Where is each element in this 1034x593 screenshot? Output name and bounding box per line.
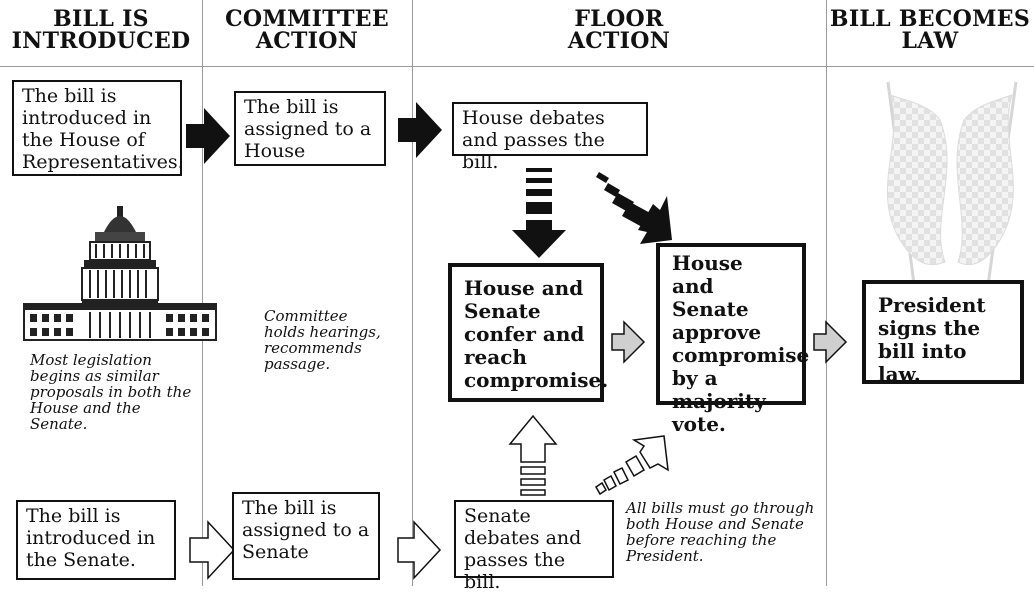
capitol-building-icon — [23, 206, 217, 341]
all-bills-note: All bills must go through both House and… — [626, 499, 815, 565]
president-box: President signs the bill into law. — [862, 280, 1024, 386]
arrow-right-outline-icon — [611, 320, 646, 364]
senate-debates-box: Senate debates and passes the bill. — [454, 500, 614, 593]
senate-introduced-box: The bill is introduced in the Senate. — [16, 500, 176, 580]
committee-note: Committee holds hearings, recommends pas… — [264, 307, 381, 373]
arrow-right-outline-icon — [189, 520, 236, 580]
house-assigned-box: The bill is assigned to a House — [234, 91, 386, 166]
arrow-right-icon — [398, 102, 442, 158]
legislation-note: Most legislation begins as similar propo… — [30, 351, 192, 433]
arrow-right-outline-icon — [813, 320, 848, 364]
arrow-diagonal-outline-icon — [595, 435, 669, 496]
crossed-flags-icon — [886, 81, 1018, 301]
house-introduced-box: The bill is introduced in the House of R… — [12, 80, 184, 176]
confer-box: House and Senate confer and reach compro… — [448, 263, 608, 402]
arrow-down-icon — [512, 168, 566, 258]
column-divider — [412, 0, 413, 586]
column-divider — [202, 0, 203, 586]
house-debates-box: House debates and passes the bill. — [452, 102, 648, 173]
arrow-right-icon — [186, 108, 230, 164]
arrow-diagonal-icon — [596, 172, 672, 244]
approve-box: House and Senate approve compromise by a… — [656, 243, 809, 436]
column-divider — [826, 0, 827, 586]
header-divider — [0, 66, 1034, 67]
senate-assigned-box: The bill is assigned to a Senate — [232, 492, 380, 580]
arrow-right-outline-icon — [397, 520, 442, 580]
arrow-up-outline-icon — [508, 414, 558, 496]
